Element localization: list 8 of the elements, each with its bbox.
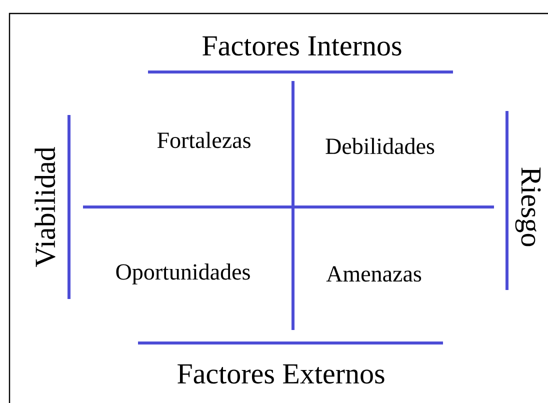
- quadrant-label: Fortalezas: [157, 132, 250, 148]
- quadrant-label: Debilidades: [326, 138, 434, 154]
- quadrant-label: Oportunidades: [116, 264, 250, 284]
- quadrant-label: Amenazas: [326, 266, 422, 282]
- axis-label: Riesgo: [515, 168, 541, 246]
- heading: Factores Externos: [178, 364, 384, 384]
- heading: Factores Internos: [202, 36, 402, 56]
- axis-label: Viabilidad: [34, 146, 56, 267]
